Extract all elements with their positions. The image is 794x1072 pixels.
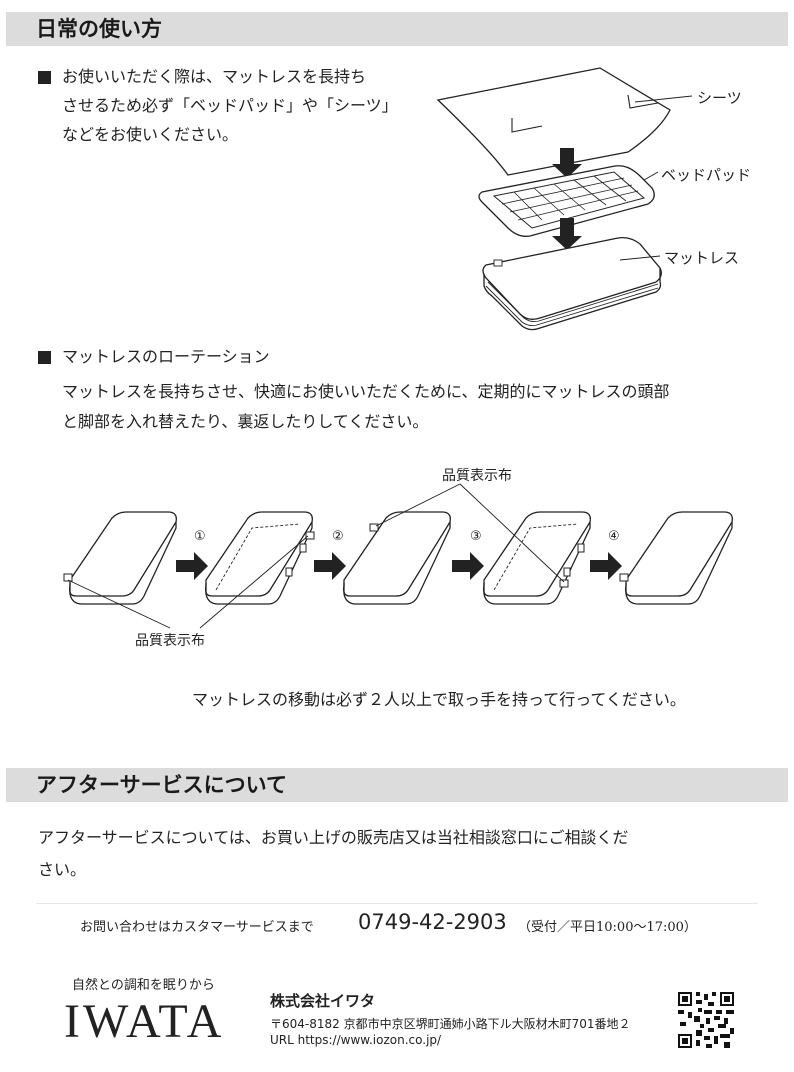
rotation-mattress-5 xyxy=(619,511,733,605)
right-arrow-icon xyxy=(452,552,484,580)
section-title-daily-use: 日常の使い方 xyxy=(6,12,788,46)
step-1-marker: ① xyxy=(194,529,206,544)
contact-hours: （受付／平日10:00〜17:00） xyxy=(518,920,697,935)
rotation-diagram: ① ② ③ ④ xyxy=(63,483,733,629)
quality-tag-label-bottom: 品質表示布 xyxy=(135,633,205,649)
rotation-mattress-1 xyxy=(63,511,177,605)
company-name: 株式会社イワタ xyxy=(270,992,376,1010)
qr-code-icon xyxy=(678,992,734,1048)
moving-note: マットレスの移動は必ず２人以上で取っ手を持って行ってください。 xyxy=(192,690,686,709)
contact-phone[interactable]: 0749-42-2903 xyxy=(358,910,507,934)
label-sheet: シーツ xyxy=(697,89,742,107)
bullet-square xyxy=(38,71,51,84)
rotation-mattress-3 xyxy=(342,511,451,605)
quality-tag-label-top: 品質表示布 xyxy=(442,468,512,484)
divider xyxy=(36,903,758,904)
rotation-mattress-2 xyxy=(204,511,315,605)
down-arrow-icon xyxy=(552,218,582,250)
rotation-mattress-4 xyxy=(482,511,591,605)
daily-intro-line-2: させるため必ず「ベッドパッド」や「シーツ」 xyxy=(62,96,398,115)
iwata-logo: IWATA xyxy=(64,995,225,1048)
label-bed-pad: ベッドパッド xyxy=(661,166,752,184)
right-arrow-icon xyxy=(314,552,346,580)
right-arrow-icon xyxy=(590,552,622,580)
rotation-heading: マットレスのローテーション xyxy=(62,347,270,366)
daily-intro-line-3: などをお使いください。 xyxy=(62,125,239,144)
company-url[interactable]: URL https://www.iozon.co.jp/ xyxy=(270,1033,442,1047)
label-mattress: マットレス xyxy=(664,249,740,267)
rotation-body-line-1: マットレスを長持ちさせ、快適にお使いいただくために、定期的にマットレスの頭部 xyxy=(62,382,670,401)
bedding-layers-illustration xyxy=(436,67,693,331)
after-service-body-line-2: さい。 xyxy=(38,860,87,879)
company-address: 〒604-8182 京都市中京区堺町通姉小路下ル大阪材木町701番地２ xyxy=(270,1017,631,1031)
down-arrow-icon xyxy=(552,148,582,178)
contact-lead: お問い合わせはカスタマーサービスまで xyxy=(80,920,314,935)
bullet-square xyxy=(38,351,51,364)
brand-tagline: 自然との調和を眠りから xyxy=(72,978,215,993)
step-3-marker: ③ xyxy=(470,529,482,544)
mattress-shape xyxy=(482,236,662,320)
rotation-body-line-2: と脚部を入れ替えたり、裏返したりしてください。 xyxy=(62,412,429,431)
sheet-shape xyxy=(436,67,671,176)
section-title-after-service: アフターサービスについて xyxy=(6,768,788,802)
step-2-marker: ② xyxy=(332,529,344,544)
after-service-body-line-1: アフターサービスについては、お買い上げの販売店又は当社相談窓口にご相談くだ xyxy=(38,828,629,847)
right-arrow-icon xyxy=(176,552,208,580)
step-4-marker: ④ xyxy=(608,529,620,544)
daily-intro-line-1: お使いいただく際は、マットレスを長持ち xyxy=(62,67,367,86)
